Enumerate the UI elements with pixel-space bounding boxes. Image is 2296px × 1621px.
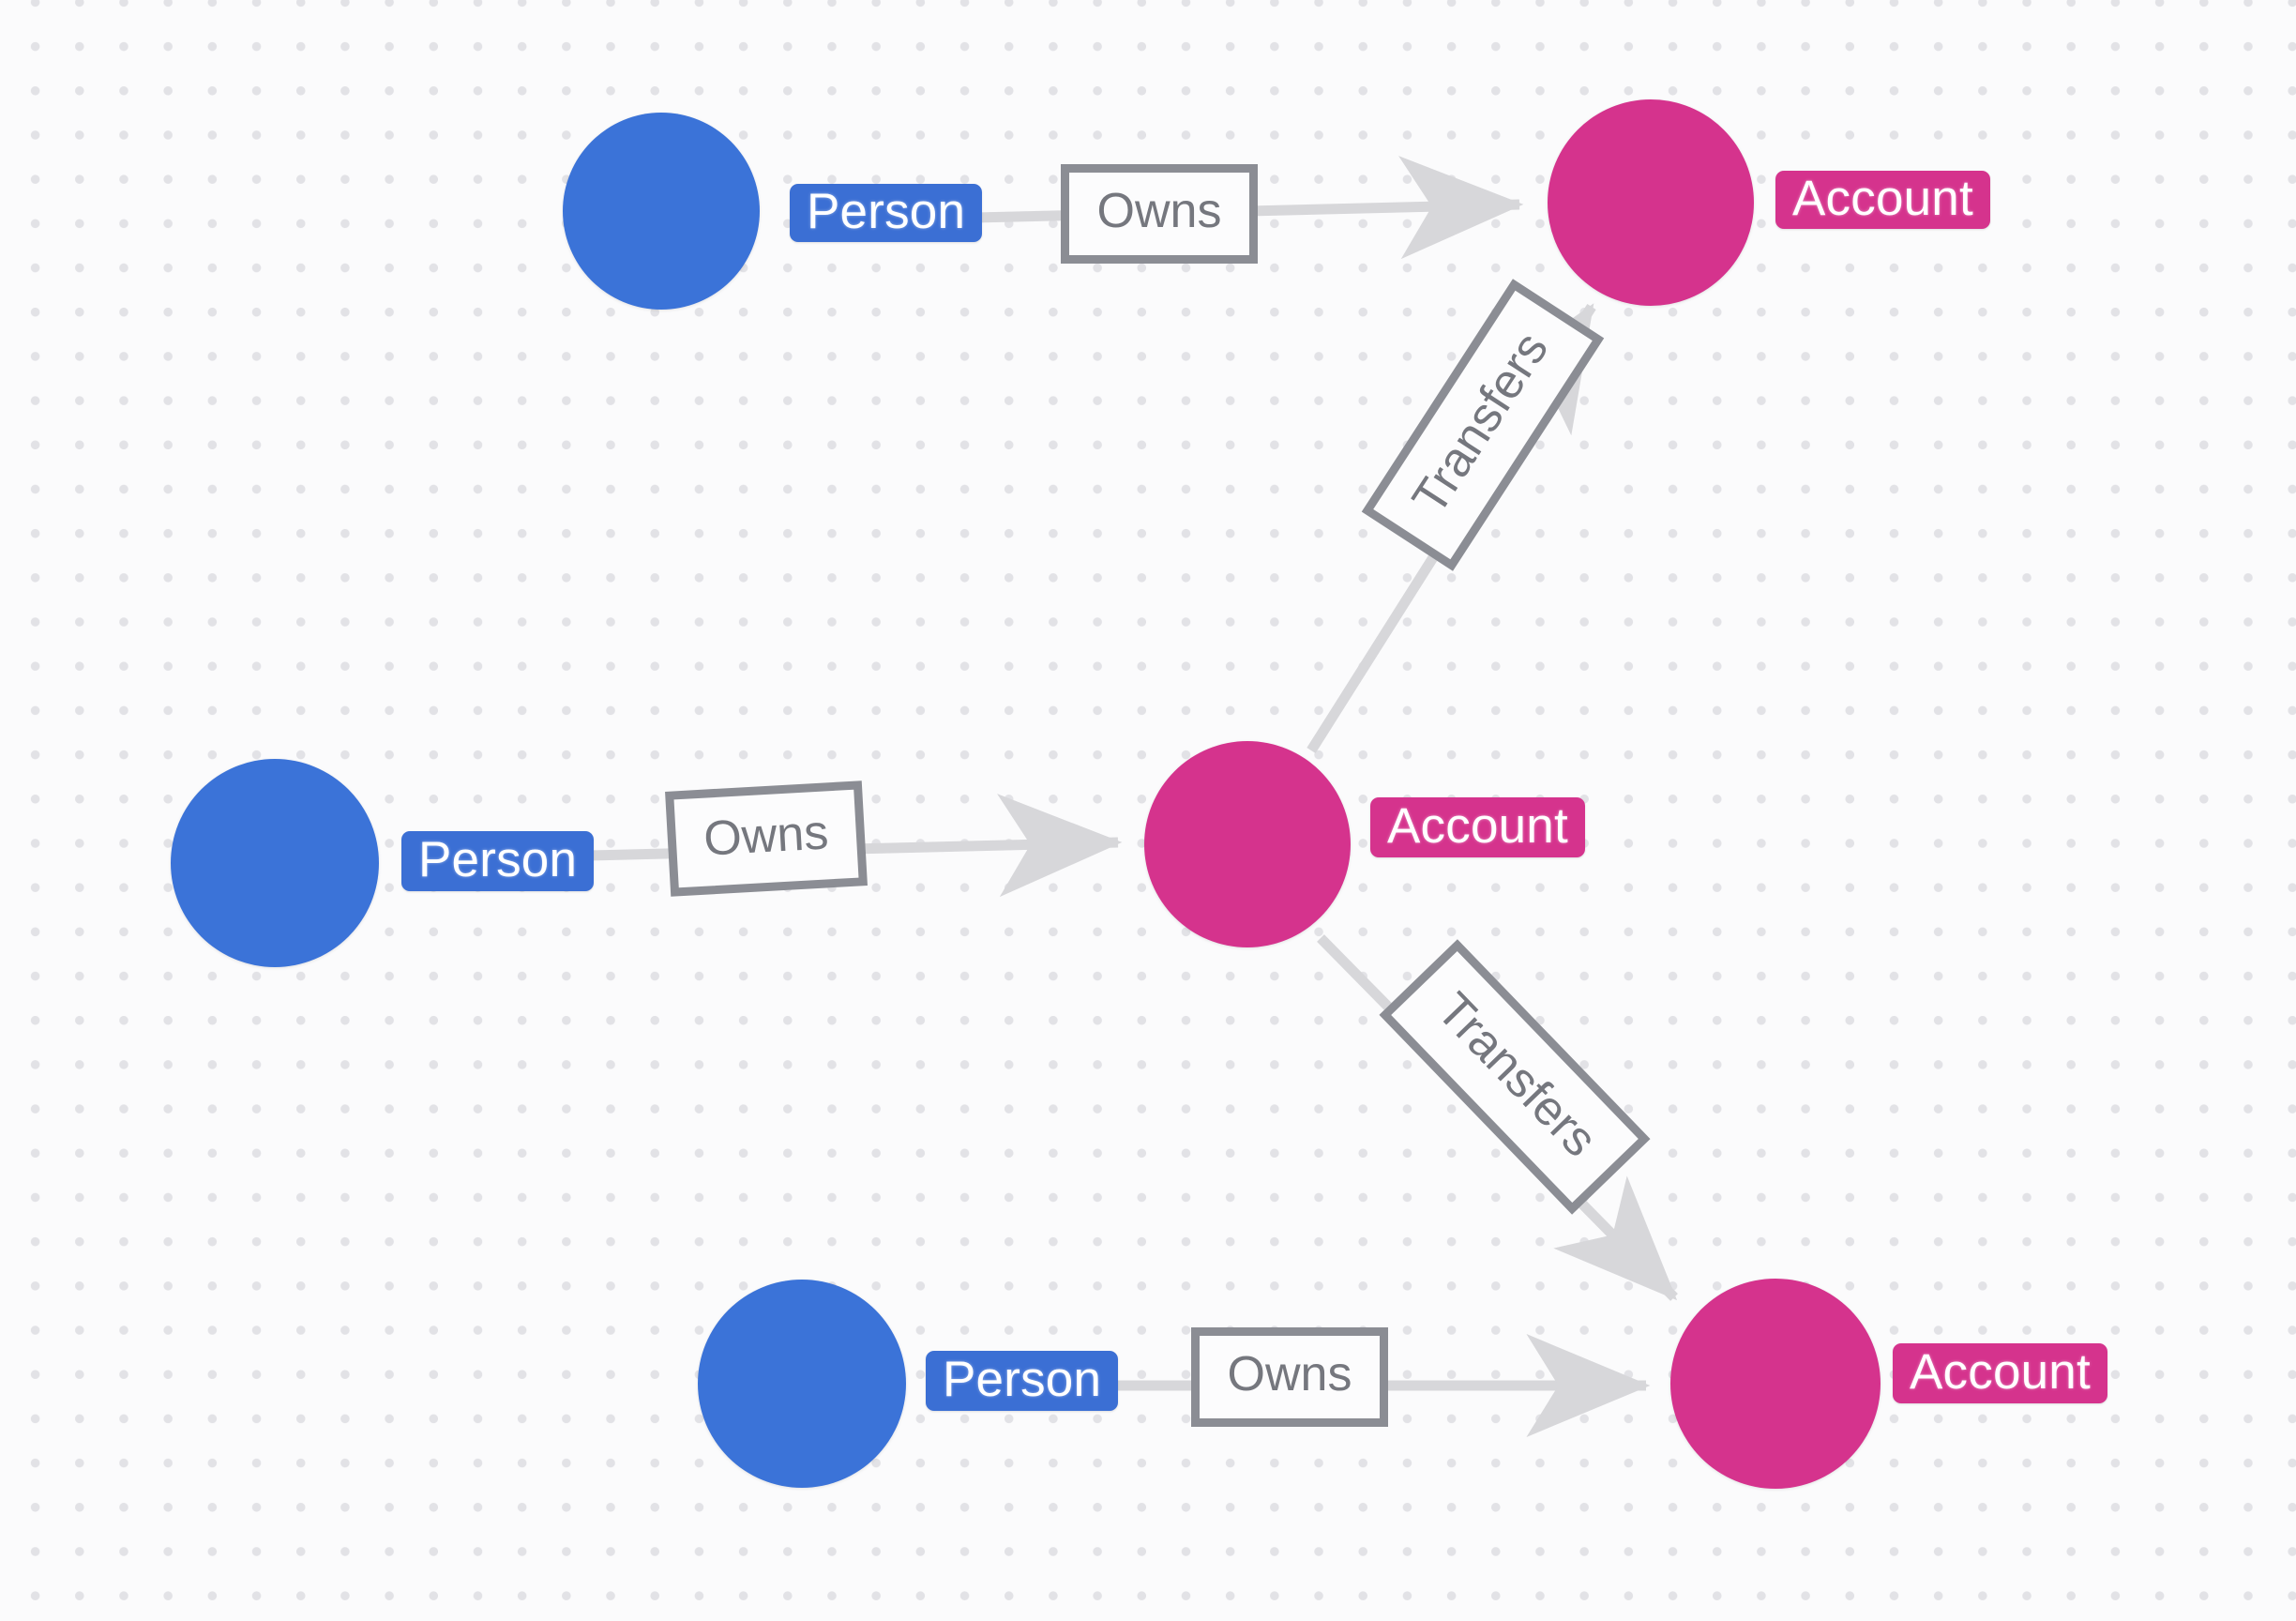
node-person-top[interactable] <box>563 113 760 310</box>
edge-label-transfers-down[interactable]: Transfers <box>1379 939 1651 1215</box>
node-badge-person-bottom[interactable]: Person <box>926 1351 1119 1411</box>
node-badge-label: Account <box>1910 1343 2091 1400</box>
edge-label-text: Owns <box>1227 1347 1352 1401</box>
edge-label-owns-bottom[interactable]: Owns <box>1191 1327 1388 1427</box>
node-account-bottom[interactable] <box>1670 1279 1881 1489</box>
edge-label-text: Transfers <box>1401 323 1560 524</box>
node-badge-label: Person <box>807 183 966 239</box>
node-badge-person-middle[interactable]: Person <box>401 831 595 891</box>
node-person-bottom[interactable] <box>698 1280 906 1488</box>
node-badge-account-top[interactable]: Account <box>1775 171 1990 229</box>
node-badge-account-bottom[interactable]: Account <box>1893 1343 2107 1403</box>
node-person-middle[interactable] <box>171 759 379 967</box>
edge-label-text: Owns <box>702 805 830 867</box>
node-account-top[interactable] <box>1548 99 1754 306</box>
node-badge-label: Account <box>1792 170 1973 226</box>
node-badge-person-top[interactable]: Person <box>790 183 983 242</box>
node-badge-account-middle[interactable]: Account <box>1370 797 1585 857</box>
node-badge-label: Person <box>418 831 578 887</box>
edge-label-owns-top[interactable]: Owns <box>1061 164 1258 264</box>
edge-label-transfers-up[interactable]: Transfers <box>1361 279 1605 571</box>
node-badge-label: Account <box>1387 797 1568 854</box>
edge-label-text: Transfers <box>1426 982 1608 1168</box>
edge-label-text: Owns <box>1096 184 1222 238</box>
edge-label-owns-middle[interactable]: Owns <box>665 780 868 897</box>
node-badge-label: Person <box>943 1351 1102 1407</box>
node-account-middle[interactable] <box>1144 741 1351 947</box>
